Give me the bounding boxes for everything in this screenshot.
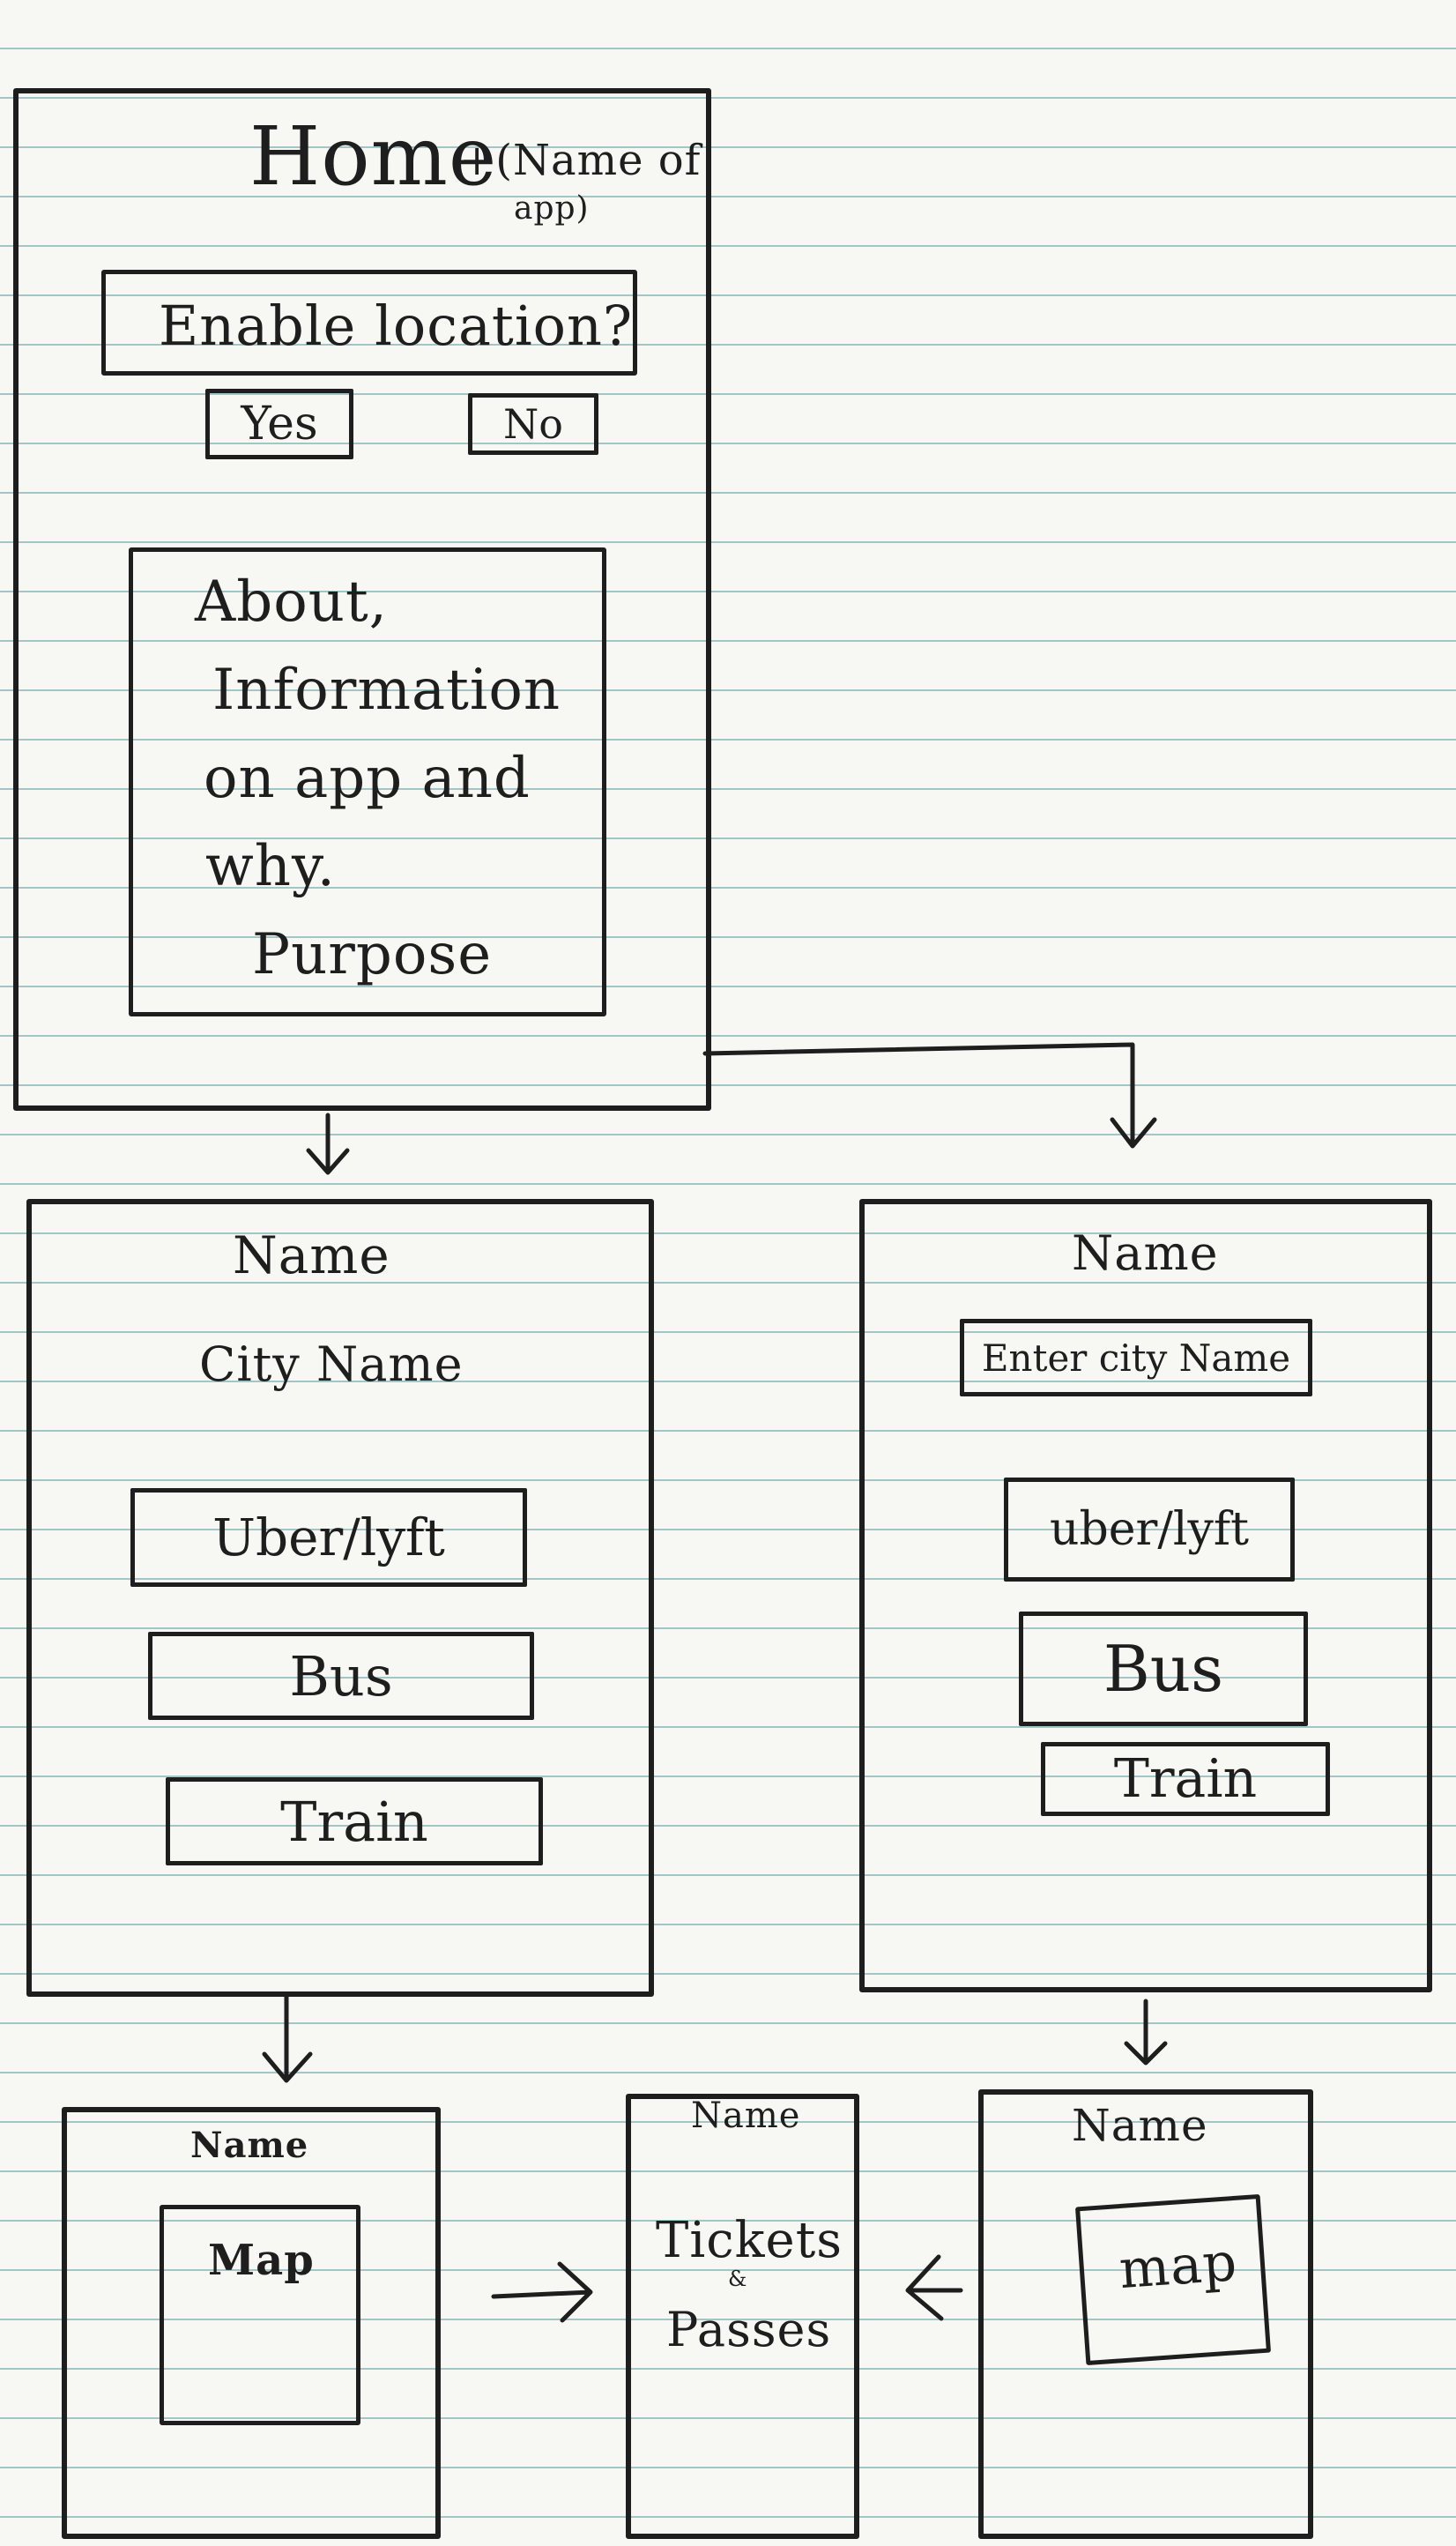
train-button[interactable]: Train: [1041, 1742, 1330, 1816]
uber-lyft-button[interactable]: Uber/lyft: [130, 1488, 527, 1587]
location-prompt: Enable location?: [101, 270, 637, 376]
about-line-5: Purpose: [252, 922, 493, 987]
app-name-title: Name: [1072, 1225, 1219, 1281]
location-enabled-screen: Name City Name Uber/lyft Bus Train: [26, 1199, 654, 1997]
bus-button[interactable]: Bus: [1019, 1612, 1308, 1726]
city-name-input[interactable]: Enter city Name: [960, 1319, 1312, 1396]
ampersand-label: &: [728, 2267, 748, 2291]
arrow-home-to-location-enabled: [306, 1113, 350, 1175]
app-name-title: Name: [691, 2096, 801, 2136]
arrow-home-to-location-disabled: [702, 1042, 1157, 1149]
about-line-2: Information: [212, 658, 561, 723]
about-line-4: why.: [205, 834, 336, 899]
tickets-screen: Name Tickets & Passes: [626, 2094, 859, 2539]
map-label: map: [1117, 2230, 1240, 2302]
home-screen: Home +(Name of app) Enable location? Yes…: [13, 88, 711, 1111]
map-screen-right: Name map: [978, 2089, 1313, 2539]
bus-button[interactable]: Bus: [148, 1632, 534, 1720]
about-line-3: on app and: [204, 746, 531, 811]
map-view[interactable]: map: [1074, 2193, 1272, 2366]
home-title: Home: [249, 109, 498, 204]
app-name-note: +(Name of: [459, 136, 702, 185]
location-prompt-text: Enable location?: [159, 294, 634, 358]
map-screen-left: Name Map: [62, 2107, 441, 2539]
arrow-location-enabled-to-map: [262, 1991, 313, 2083]
app-name-title: Name: [233, 1225, 390, 1285]
app-name-title: Name: [1072, 2100, 1208, 2151]
uber-lyft-button[interactable]: uber/lyft: [1004, 1478, 1295, 1582]
about-line-1: About,: [195, 570, 388, 635]
arrow-map-right-to-tickets: [905, 2254, 963, 2321]
app-name-note-2: app): [514, 190, 590, 227]
city-name-label: City Name: [199, 1336, 464, 1392]
train-button[interactable]: Train: [166, 1777, 543, 1865]
no-button[interactable]: No: [468, 393, 598, 455]
app-name-title: Name: [190, 2125, 309, 2166]
yes-button[interactable]: Yes: [205, 389, 353, 459]
map-view[interactable]: Map: [160, 2205, 360, 2425]
about-panel: About, Information on app and why. Purpo…: [129, 547, 606, 1016]
arrow-map-to-tickets: [491, 2261, 593, 2323]
tickets-label: Tickets: [656, 2212, 843, 2269]
location-disabled-screen: Name Enter city Name uber/lyft Bus Train: [859, 1199, 1432, 1992]
passes-label: Passes: [666, 2302, 832, 2357]
arrow-location-disabled-to-map: [1124, 1999, 1168, 2066]
map-label: Map: [208, 2236, 315, 2285]
